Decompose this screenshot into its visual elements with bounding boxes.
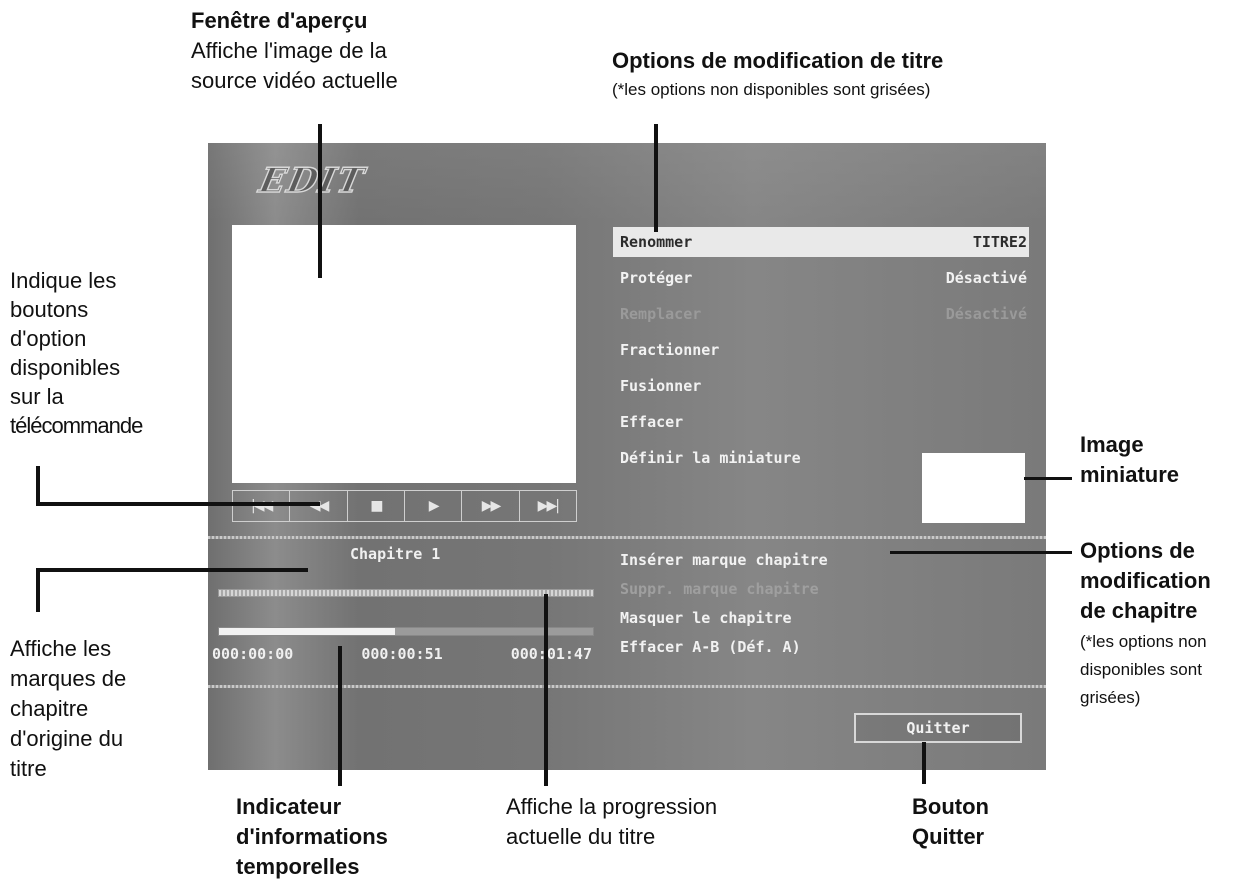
chapter-options-annotation-note: grisées) [1080,688,1141,707]
title-progress-bar [218,627,594,636]
menu-item-replace: Remplacer Désactivé [613,296,1029,332]
progress-annotation-line: Affiche la progression [506,794,718,819]
remote-annotation-line: d'option [10,326,87,351]
stop-icon[interactable]: ■ [348,491,405,521]
time-info-annotation-line: temporelles [236,854,360,879]
title-options-menu: Renommer TITRE2 Protéger Désactivé Rempl… [613,227,1029,476]
menu-item-label: Fusionner [620,377,702,395]
time-end: 000:01:47 [510,645,592,663]
title-options-annotation: Options de modification de titre (*les o… [612,46,943,104]
separator [208,536,1046,539]
callout-line-chapter-marks [36,568,40,612]
chapter-marks-annotation-line: marques de [10,666,127,691]
chapter-marks-bar [218,589,594,597]
playback-controls: |◀◀ ◀◀ ■ ▶ ▶▶ ▶▶| [232,490,577,522]
preview-annotation-line: Affiche l'image de la [191,38,387,63]
thumbnail-annotation: Image miniature [1080,430,1179,490]
menu-item-erase[interactable]: Effacer [613,404,1029,440]
time-info-annotation-line: d'informations [236,824,388,849]
quit-annotation-line: Quitter [912,824,985,849]
remote-annotation-line: boutons [10,297,89,322]
preview-annotation-title: Fenêtre d'aperçu [191,8,368,33]
time-info-annotation-line: Indicateur [236,794,342,819]
quit-button[interactable]: Quitter [854,713,1022,743]
menu-item-label: Protéger [620,269,693,287]
menu-item-protect[interactable]: Protéger Désactivé [613,260,1029,296]
menu-item-erase-ab[interactable]: Effacer A-B (Déf. A) [620,637,801,656]
callout-line-title-options [654,124,658,232]
skip-back-icon[interactable]: |◀◀ [233,491,291,521]
thumbnail-image [922,453,1025,523]
rewind-icon[interactable]: ◀◀ [290,491,348,521]
menu-item-value: Désactivé [945,305,1027,323]
screen-top-band [208,143,1046,223]
menu-item-label: Fractionner [620,341,720,359]
chapter-options-annotation-line: Options de [1080,538,1195,563]
chapter-marks-annotation-line: d'origine du [10,726,124,751]
chapter-options-annotation-note: disponibles sont [1080,660,1202,679]
menu-item-rename[interactable]: Renommer TITRE2 [613,227,1029,257]
menu-item-split[interactable]: Fractionner [613,332,1029,368]
chapter-label: Chapitre 1 [350,545,441,563]
edit-logo: EDIT [255,160,370,202]
skip-forward-icon[interactable]: ▶▶| [537,498,560,514]
remote-buttons-annotation: Indique les boutons d'option disponibles… [10,266,143,440]
chapter-options-menu: Insérer marque chapitre Suppr. marque ch… [613,545,913,661]
thumbnail-annotation-line: miniature [1080,462,1180,487]
chapter-marks-annotation-line: chapitre [10,696,89,721]
callout-line-chapter-marks [36,568,308,572]
time-info-annotation: Indicateur d'informations temporelles [236,792,388,882]
menu-item-label: Renommer [620,233,693,251]
preview-annotation-line: source vidéo actuelle [191,68,398,93]
remote-annotation-line: sur la [10,384,64,409]
preview-annotation: Fenêtre d'aperçu Affiche l'image de la s… [191,6,398,96]
progress-annotation: Affiche la progression actuelle du titre [506,792,717,852]
remote-annotation-line: télécommande [10,413,143,438]
progress-annotation-line: actuelle du titre [506,824,656,849]
thumbnail-annotation-line: Image [1080,432,1144,457]
callout-line-quit [922,742,926,784]
chapter-marks-annotation-line: titre [10,756,47,781]
menu-item-label: Effacer [620,413,684,431]
menu-item-value: Désactivé [945,269,1027,287]
callout-line-progress [544,594,548,786]
chapter-options-annotation-note: (*les options non [1080,632,1207,651]
quit-annotation: Bouton Quitter [912,792,989,852]
menu-item-hide-chapter[interactable]: Masquer le chapitre [620,608,792,627]
callout-line-remote-buttons [36,502,320,506]
chapter-options-annotation-line: de chapitre [1080,598,1198,623]
menu-item-insert-chapter-mark[interactable]: Insérer marque chapitre [620,550,828,569]
menu-item-merge[interactable]: Fusionner [613,368,1029,404]
time-readout: 000:00:00 000:00:51 000:01:47 [212,645,592,663]
chapter-options-annotation-line: modification [1080,568,1211,593]
menu-item-set-thumbnail[interactable]: Définir la miniature [613,440,1029,476]
quit-annotation-line: Bouton [912,794,989,819]
chapter-options-annotation: Options de modification de chapitre (*le… [1080,536,1211,712]
callout-line-time-info [338,646,342,786]
callout-line-thumbnail [1024,477,1072,480]
preview-window [232,225,576,483]
play-icon[interactable]: ▶ [405,491,463,521]
fast-forward-icon[interactable]: ▶▶ [462,491,520,521]
remote-annotation-line: Indique les [10,268,117,293]
callout-line-remote-buttons [36,466,40,506]
menu-item-value: TITRE2 [972,233,1027,251]
chapter-marks-annotation: Affiche les marques de chapitre d'origin… [10,634,126,784]
time-current: 000:00:51 [361,645,443,663]
title-progress-fill [219,628,395,635]
chapter-marks-annotation-line: Affiche les [10,636,112,661]
callout-line-chapter-options [890,551,1072,554]
callout-line-preview [318,124,322,278]
menu-item-delete-chapter-mark: Suppr. marque chapitre [620,579,819,598]
separator [208,685,1046,688]
time-start: 000:00:00 [212,645,294,663]
menu-item-label: Remplacer [620,305,702,323]
menu-item-label: Définir la miniature [620,449,801,467]
remote-annotation-line: disponibles [10,355,121,380]
title-options-annotation-title: Options de modification de titre [612,48,944,73]
edit-screen: EDIT |◀◀ ◀◀ ■ ▶ ▶▶ ▶▶| Renommer TITRE2 P… [208,143,1046,770]
title-options-annotation-note: (*les options non disponibles sont grisé… [612,80,931,99]
